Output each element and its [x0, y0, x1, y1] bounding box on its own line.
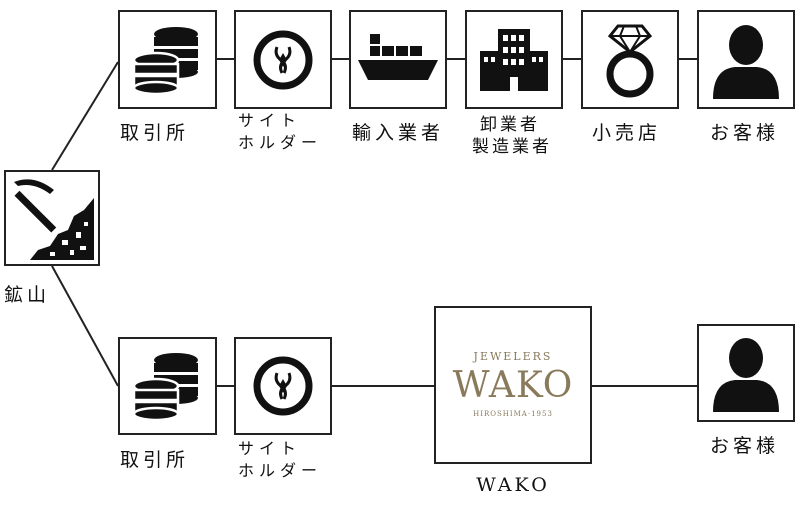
wako-node: JEWELERS WAKO HIROSHIMA·1953	[434, 306, 592, 464]
top-wholesaler-node	[465, 10, 563, 109]
connector-mine-top	[51, 61, 119, 171]
top-importer-node	[349, 10, 447, 109]
top-importer-label: 輸入業者	[352, 122, 445, 144]
factory-building-icon	[480, 28, 548, 91]
person-icon	[713, 338, 779, 412]
pickaxe-mine-icon	[14, 179, 94, 260]
wako-logo-wordmark: WAKO	[452, 365, 574, 406]
bottom-customer-node	[697, 324, 795, 422]
cargo-ship-icon	[358, 33, 438, 80]
top-site-holder-label: サイト ホルダー	[238, 111, 323, 152]
bottom-site-holder-label: サイト ホルダー	[238, 439, 323, 480]
bottom-customer-label: お客様	[710, 435, 780, 457]
connector-mine-bottom	[51, 265, 119, 387]
top-retailer-node	[581, 10, 679, 109]
wako-label: WAKO	[476, 474, 550, 496]
top-customer-label: お客様	[710, 122, 780, 144]
top-exchange-node	[118, 10, 217, 109]
site-holder-logo-icon	[253, 356, 313, 416]
bottom-exchange-node	[118, 337, 217, 435]
wako-logo-hiroshima: HIROSHIMA·1953	[473, 410, 553, 418]
top-retailer-label: 小売店	[592, 122, 662, 144]
mine-label: 鉱山	[4, 284, 51, 306]
top-customer-node	[697, 10, 795, 109]
top-wholesaler-label: 卸業者 製造業者	[472, 115, 552, 157]
coins-icon	[132, 353, 198, 422]
person-icon	[713, 24, 779, 99]
wako-logo-jewelers: JEWELERS	[473, 350, 553, 363]
top-exchange-label: 取引所	[120, 122, 190, 144]
coins-icon	[132, 26, 198, 95]
diamond-ring-icon	[606, 24, 654, 97]
mine-node	[4, 170, 100, 266]
bottom-site-holder-node	[234, 337, 332, 435]
site-holder-logo-icon	[253, 30, 313, 89]
bottom-exchange-label: 取引所	[120, 449, 190, 471]
top-site-holder-node	[234, 10, 332, 109]
